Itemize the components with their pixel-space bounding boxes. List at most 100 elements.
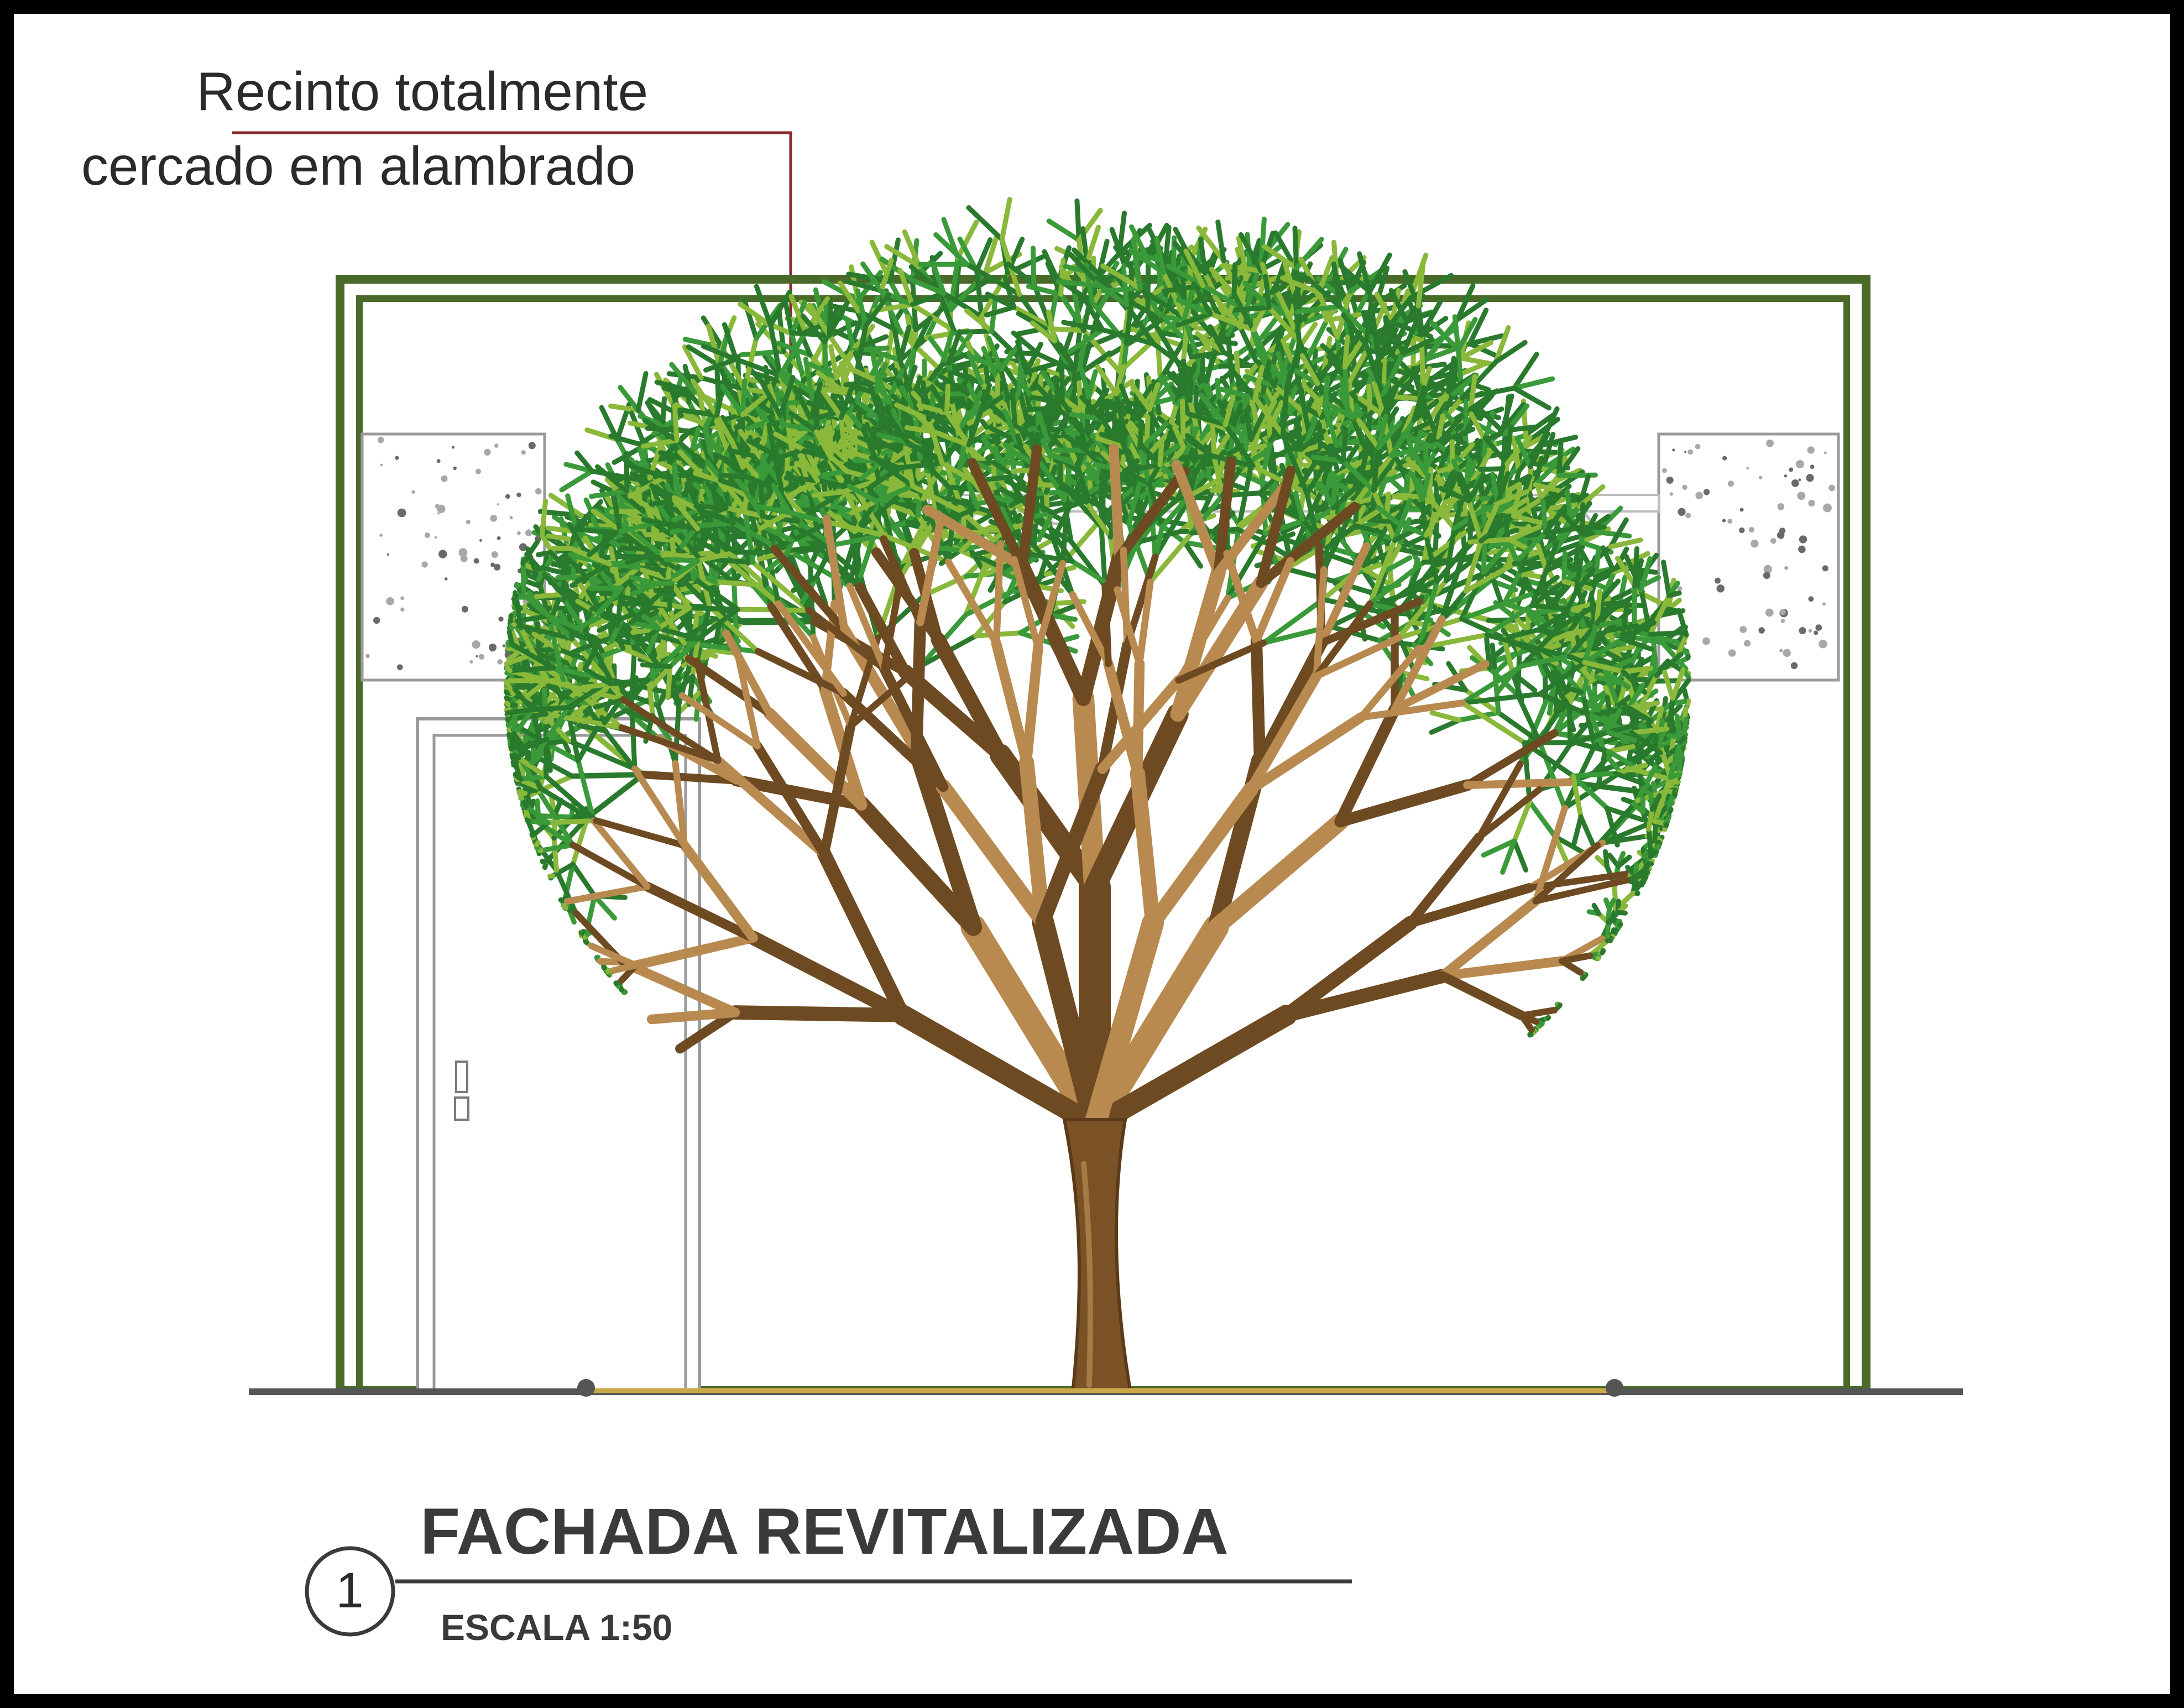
concrete-speckle (1799, 627, 1806, 635)
tree-twig (986, 336, 1004, 372)
tree-twig (589, 489, 630, 499)
tree-twig (1011, 330, 1041, 357)
tree-twig (1046, 309, 1057, 344)
tree-twig (1559, 509, 1585, 537)
concrete-speckle (1823, 503, 1832, 513)
tree-twig (1015, 339, 1029, 375)
tree-twig (1154, 236, 1166, 275)
tree-twig (730, 520, 779, 550)
tree-twig (1084, 224, 1101, 265)
tree-twig (801, 448, 834, 461)
tree-twig (1352, 523, 1384, 535)
concrete-speckle (1702, 637, 1710, 645)
tree-twig (1521, 412, 1555, 439)
concrete-speckle (1684, 451, 1687, 453)
tree-twig (950, 369, 984, 385)
tree-twig (1537, 435, 1579, 448)
tree-twig (1183, 248, 1206, 289)
concrete-speckle (1669, 492, 1674, 496)
tree-twig (544, 704, 571, 742)
concrete-speckle (1777, 503, 1785, 510)
tree-twig (902, 440, 916, 489)
tree-twig (1093, 280, 1130, 307)
tree-twig (777, 375, 796, 419)
tree-twig (524, 804, 551, 826)
tree-twig (1401, 318, 1419, 356)
tree-twig (505, 707, 535, 715)
tree-twig (782, 296, 795, 337)
tree-twig (1477, 406, 1508, 437)
concrete-speckle (1672, 448, 1675, 452)
tree-twig (1667, 807, 1674, 814)
tree-twig (506, 629, 515, 647)
tree-twig (1189, 349, 1226, 360)
tree-twig (1455, 283, 1476, 322)
tree-twig (722, 322, 739, 362)
tree-twig (826, 452, 850, 474)
concrete-speckle (436, 459, 441, 463)
tree-twig (714, 374, 728, 418)
tree-twig (608, 403, 641, 413)
tree-twig (672, 498, 701, 531)
tree-twig (1045, 261, 1064, 297)
tree-twig (1137, 286, 1187, 321)
tree-twig (1661, 560, 1672, 598)
tree-twig (504, 701, 511, 707)
concrete-speckle (1808, 629, 1812, 633)
tree-twig (1209, 267, 1237, 297)
concrete-speckle (1798, 478, 1801, 482)
tree-twig (695, 607, 740, 642)
tree-twig (964, 308, 995, 334)
tree-twig (1132, 249, 1143, 291)
tree-twig (1198, 236, 1208, 276)
tree-twig (876, 385, 906, 420)
tree-twig (1591, 902, 1601, 916)
tree-twig (565, 493, 578, 531)
tree-twig (567, 521, 586, 552)
tree-twig (819, 301, 861, 314)
tree-twig (814, 574, 829, 607)
tree-twig (565, 556, 590, 581)
tree-twig (845, 279, 884, 294)
tree-twig (876, 432, 910, 445)
tree-twig (998, 366, 1014, 414)
tree-twig (834, 350, 856, 380)
tree-twig (675, 579, 718, 593)
concrete-speckle (535, 488, 542, 495)
tree-twig (1384, 317, 1406, 356)
concrete-speckle (1758, 627, 1765, 634)
tree-twig (1648, 849, 1659, 859)
tree-twig (1670, 667, 1686, 701)
tree-twig (726, 466, 747, 492)
tree-twig (1651, 640, 1659, 678)
tree-twig (1396, 546, 1429, 557)
concrete-speckle (1822, 602, 1826, 606)
concrete-speckle (1790, 662, 1798, 670)
tree-twig (509, 641, 556, 671)
tree-twig (583, 667, 613, 687)
tree-twig (826, 520, 887, 538)
tree-twig (740, 378, 748, 417)
tree-twig (516, 789, 524, 801)
tree-twig (1259, 216, 1267, 260)
concrete-speckle (1703, 489, 1710, 495)
tree-twig (1289, 365, 1320, 386)
concrete-speckle (1678, 508, 1686, 516)
tree-twig (1662, 670, 1675, 701)
tree-twig (516, 755, 549, 779)
tree-twig (1124, 302, 1156, 347)
tree-twig (705, 481, 729, 511)
tree-twig (595, 646, 626, 660)
tree-twig (1294, 304, 1342, 315)
tree-twig (1079, 395, 1104, 422)
tree-twig (1638, 556, 1653, 593)
tree-twig (1119, 383, 1133, 412)
tree-twig (949, 484, 983, 493)
tree-twig (589, 468, 642, 483)
tree-twig (1458, 356, 1497, 367)
tree-twig (1117, 330, 1164, 374)
tree-twig (536, 789, 576, 848)
tree-twig (860, 261, 884, 294)
tree-twig (1595, 798, 1640, 848)
tree-twig (539, 498, 548, 538)
